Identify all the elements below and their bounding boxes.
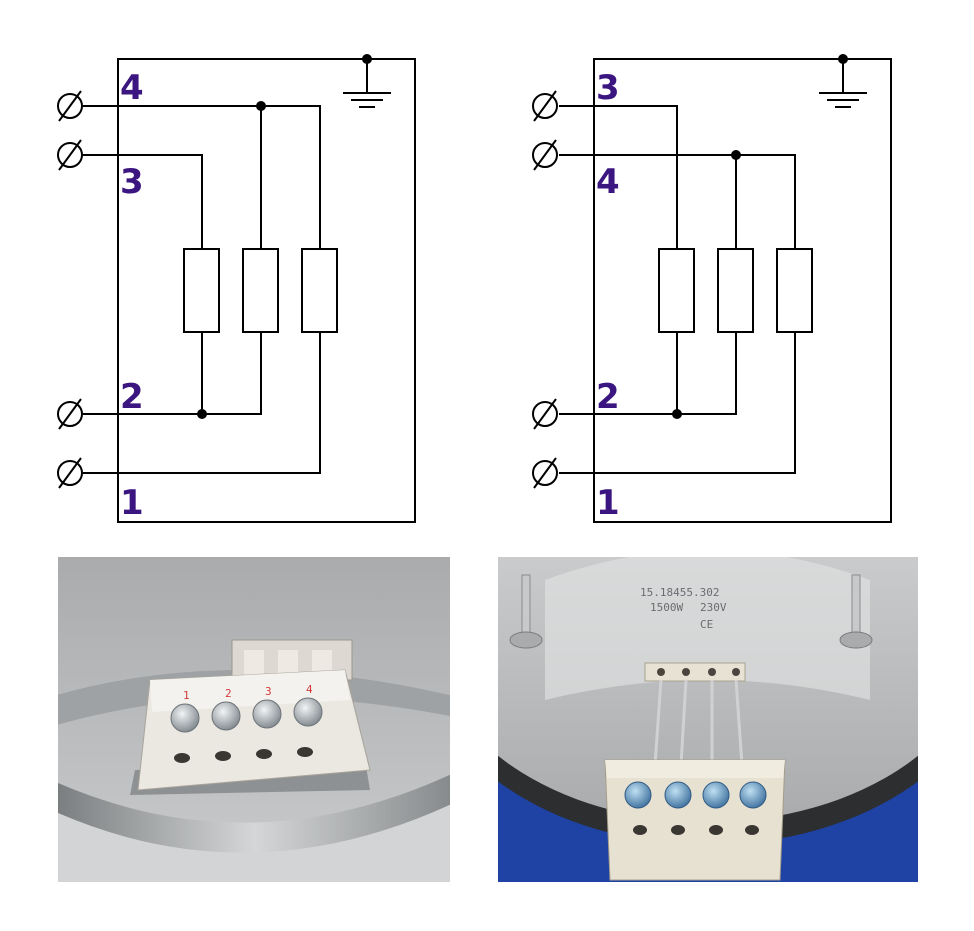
terminal-symbol [532,457,558,489]
junction-dot [197,409,207,419]
pin-label: 2 [120,377,144,417]
heating-element-2 [242,248,279,333]
junction-dot [731,150,741,160]
wire-bottom [83,332,321,474]
ground-symbol [343,54,391,108]
terminal-symbol [57,139,83,171]
junction-dot [256,101,266,111]
heating-element-3 [301,248,338,333]
pin-label: 2 [596,377,620,417]
heating-element-3 [776,248,813,333]
pin-label: 1 [120,483,144,523]
terminal-symbol [532,90,558,122]
terminal-symbol [532,139,558,171]
wire-top [559,105,678,249]
plate-marking: CE [700,618,713,631]
terminal-number: 3 [265,685,272,698]
wire-bottom [559,332,796,474]
wiring-diagram-left: 4 3 2 1 [57,54,416,523]
wiring-diagram-right: 3 4 2 1 [532,54,892,523]
junction-dot [362,54,372,64]
wire-common [559,332,737,415]
terminal-number: 1 [183,689,190,702]
pin-label: 3 [120,162,144,202]
pin-label: 3 [596,68,620,108]
plate-marking: 15.18455.302 [640,586,719,599]
wire-second [83,154,203,249]
heating-element-2 [717,248,754,333]
terminal-photo-left: 1 2 3 4 [58,557,450,882]
terminal-number: 4 [306,683,313,696]
terminal-number: 2 [225,687,232,700]
terminal-symbol [57,90,83,122]
terminal-symbol [532,398,558,430]
wire-second [559,154,796,249]
pin-label: 1 [596,483,620,523]
pin-label: 4 [596,162,620,202]
housing-frame [593,58,892,523]
terminal-symbol [57,398,83,430]
heating-element-1 [183,248,220,333]
housing-frame [117,58,416,523]
wire-top [83,105,321,249]
wire-common [83,332,262,415]
heating-element-1 [658,248,695,333]
plate-marking: 230V [700,601,727,614]
junction-dot [838,54,848,64]
ground-symbol [819,54,867,108]
plate-marking: 1500W [650,601,683,614]
pin-label: 4 [120,68,144,108]
junction-dot [672,409,682,419]
terminal-photo-right: 15.18455.302 1500W 230V CE [498,557,918,882]
terminal-symbol [57,457,83,489]
